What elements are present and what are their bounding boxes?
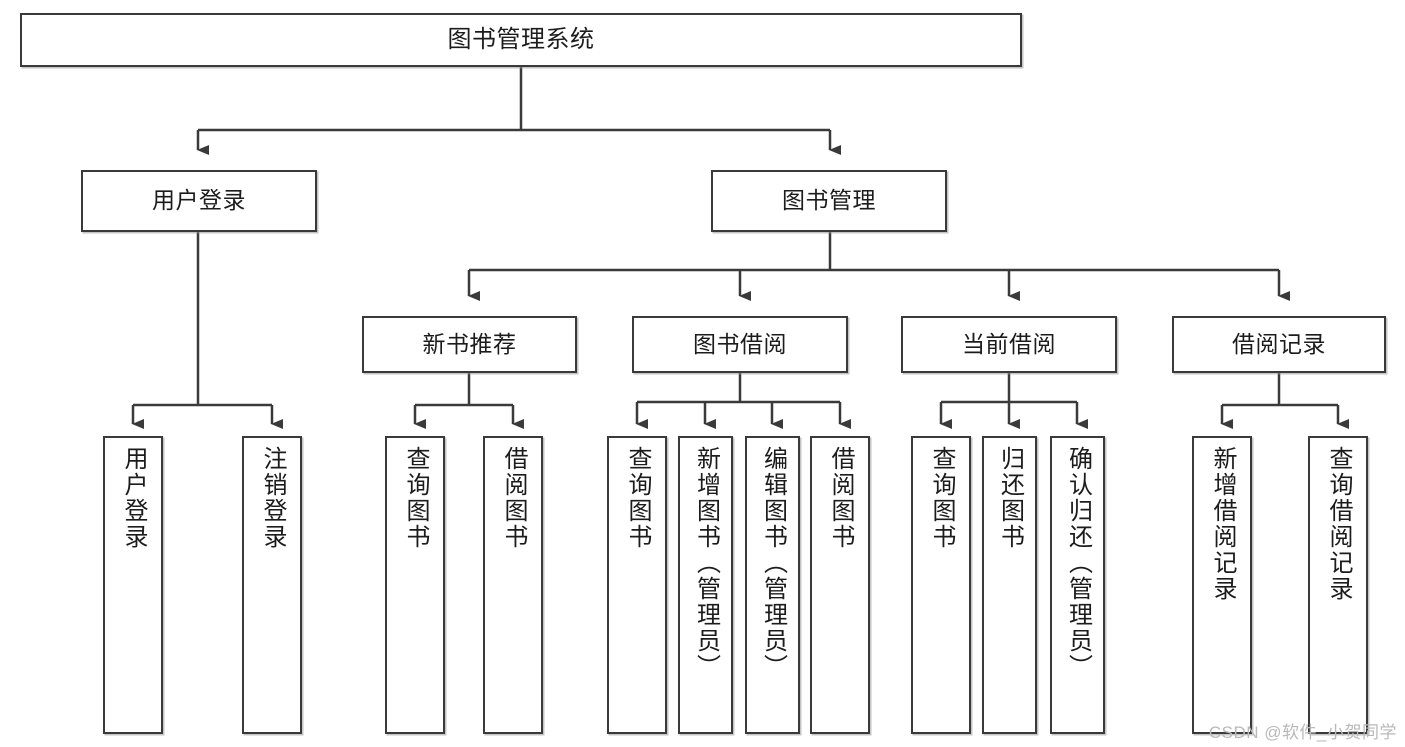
node-leaf-edit-book-label: 编辑图书（管理员）	[759, 446, 787, 680]
node-leaf-user-logout[interactable]: 注销登录	[242, 436, 302, 734]
node-leaf-borrow-book-2[interactable]: 借阅图书	[810, 436, 870, 734]
node-leaf-add-book-label: 新增图书（管理员）	[692, 446, 720, 680]
node-leaf-query-book-2-label: 查询图书	[624, 446, 651, 550]
node-leaf-borrow-book-1-label: 借阅图书	[500, 446, 527, 550]
node-user-login[interactable]: 用户登录	[81, 170, 317, 232]
node-new-book-recommend-label: 新书推荐	[422, 330, 517, 357]
node-leaf-query-book-3-label: 查询图书	[928, 446, 955, 550]
node-leaf-return-book-label: 归还图书	[996, 446, 1024, 550]
node-leaf-user-login[interactable]: 用户登录	[103, 436, 163, 734]
node-leaf-add-record-label: 新增借阅记录	[1209, 446, 1236, 602]
node-leaf-return-book[interactable]: 归还图书	[982, 436, 1037, 734]
node-leaf-query-record-label: 查询借阅记录	[1325, 446, 1352, 602]
node-leaf-query-book-2[interactable]: 查询图书	[607, 436, 667, 734]
node-leaf-add-book[interactable]: 新增图书（管理员）	[678, 436, 733, 734]
node-root-label: 图书管理系统	[447, 25, 595, 53]
node-borrow-record-label: 借阅记录	[1232, 330, 1326, 357]
node-leaf-query-record[interactable]: 查询借阅记录	[1308, 436, 1368, 734]
node-current-borrow-label: 当前借阅	[962, 330, 1056, 357]
node-borrow-record[interactable]: 借阅记录	[1172, 316, 1386, 373]
node-new-book-recommend[interactable]: 新书推荐	[362, 316, 577, 373]
node-leaf-borrow-book-1[interactable]: 借阅图书	[483, 436, 543, 734]
node-leaf-confirm-return-label: 确认归还（管理员）	[1064, 446, 1092, 680]
node-leaf-user-logout-label: 注销登录	[259, 446, 286, 550]
node-leaf-user-login-label: 用户登录	[120, 446, 147, 550]
node-leaf-query-book-1[interactable]: 查询图书	[385, 436, 445, 734]
node-leaf-add-record[interactable]: 新增借阅记录	[1192, 436, 1252, 734]
node-book-management-label: 图书管理	[782, 187, 876, 214]
node-book-borrow-label: 图书借阅	[693, 330, 787, 357]
node-leaf-query-book-3[interactable]: 查询图书	[911, 436, 971, 734]
node-leaf-edit-book[interactable]: 编辑图书（管理员）	[745, 436, 800, 734]
node-leaf-borrow-book-2-label: 借阅图书	[827, 446, 854, 550]
node-book-management[interactable]: 图书管理	[711, 170, 947, 232]
node-leaf-confirm-return[interactable]: 确认归还（管理员）	[1050, 436, 1105, 734]
node-current-borrow[interactable]: 当前借阅	[901, 316, 1117, 373]
node-book-borrow[interactable]: 图书借阅	[632, 316, 848, 373]
csdn-watermark: CSDN @软件_小贺同学	[1208, 723, 1397, 742]
node-root[interactable]: 图书管理系统	[20, 13, 1022, 67]
node-user-login-label: 用户登录	[152, 187, 246, 214]
node-leaf-query-book-1-label: 查询图书	[402, 446, 429, 550]
